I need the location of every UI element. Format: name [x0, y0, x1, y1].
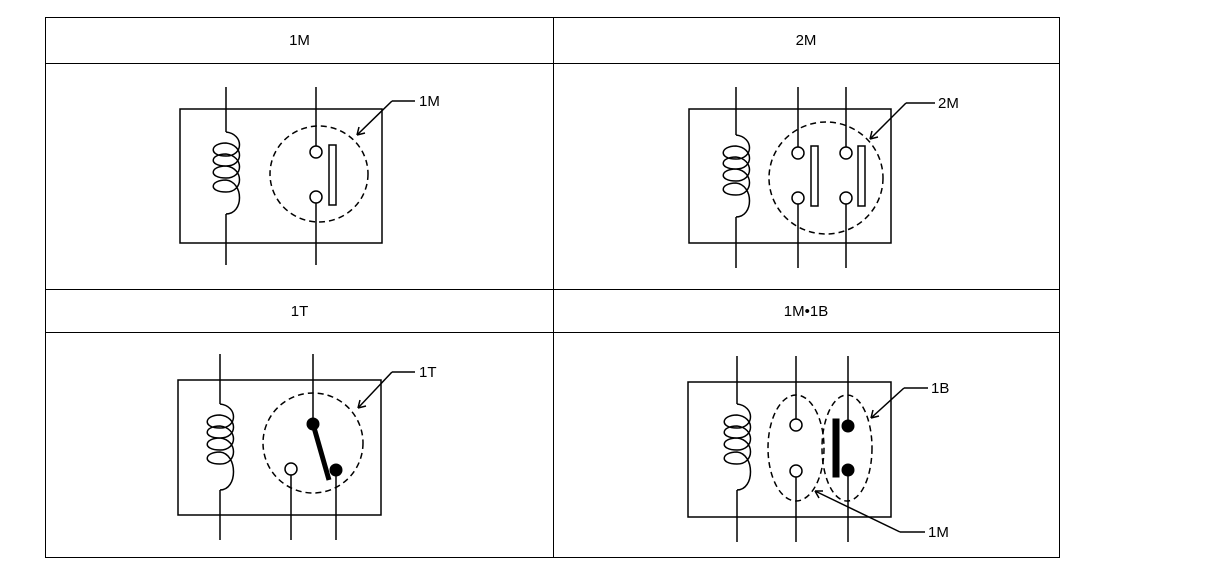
- column-divider: [553, 18, 554, 557]
- relay-1t-contact-dot: [329, 463, 343, 477]
- relay-1m1b-arrow-1m-icon: [814, 490, 823, 499]
- relay-1m-coil-icon: [212, 131, 241, 215]
- relay-1m-contact-bar: [328, 144, 337, 206]
- relay-2m-terminal-a-top: [791, 146, 805, 160]
- relay-1t-housing: [177, 379, 382, 516]
- callout-1b: 1B: [931, 380, 949, 397]
- relay-2m-terminal-b-bottom: [839, 191, 853, 205]
- relay-1m1b-terminal-a-bottom: [789, 464, 803, 478]
- callout-1t: 1T: [419, 364, 437, 381]
- relay-1m-terminal-top: [309, 145, 323, 159]
- relay-1t-coil-icon: [206, 403, 235, 491]
- relay-1m-terminal-bottom: [309, 190, 323, 204]
- relay-1m1b-b-dot-top: [841, 419, 855, 433]
- relay-1m1b-leader-1b: [870, 387, 905, 419]
- relay-1m1b-terminal-a-top: [789, 418, 803, 432]
- relay-1m-diagram: [179, 87, 415, 265]
- relay-2m-contact-group: [768, 121, 884, 235]
- header-1m-1b: 1M•1B: [553, 290, 1059, 333]
- relay-1m1b-b-dot-bottom: [841, 463, 855, 477]
- relay-2m-arrow-icon: [869, 130, 879, 140]
- relay-1m-housing: [179, 108, 383, 244]
- relay-1m1b-arrow-1b-icon: [870, 409, 880, 419]
- header-1m: 1M: [46, 18, 553, 64]
- callout-2m: 2M: [938, 95, 959, 112]
- header-1t: 1T: [46, 290, 553, 333]
- relay-1m1b-b-contact-bar: [832, 418, 840, 478]
- relay-1t-contact-arm: [310, 423, 332, 481]
- relay-2m-leader: [869, 102, 907, 140]
- relay-2m-terminal-b-top: [839, 146, 853, 160]
- relay-1t-arrow-icon: [357, 399, 367, 409]
- relay-1m-leader: [356, 100, 393, 136]
- relay-1m1b-housing: [687, 381, 892, 518]
- relay-2m-contact-bar-b: [857, 145, 866, 207]
- relay-1t-leader: [357, 371, 393, 409]
- relay-2m-housing: [688, 108, 892, 244]
- header-2m: 2M: [553, 18, 1059, 64]
- callout-1m: 1M: [419, 93, 440, 110]
- relay-2m-diagram: [688, 87, 935, 268]
- relay-2m-contact-bar-a: [810, 145, 819, 207]
- relay-2m-coil-icon: [722, 134, 751, 218]
- relay-1t-terminal-open: [284, 462, 298, 476]
- relay-1t-diagram: [177, 354, 415, 540]
- relay-contact-table: 1M 2M 1T 1M•1B: [45, 17, 1060, 558]
- relay-1m1b-coil-icon: [723, 403, 752, 491]
- row-divider: [46, 289, 1059, 290]
- callout-1m-lower: 1M: [928, 524, 949, 541]
- relay-1m-arrow-icon: [356, 126, 366, 136]
- relay-1m1b-leader-1m: [814, 490, 901, 533]
- relay-2m-terminal-a-bottom: [791, 191, 805, 205]
- relay-1m-contact-group: [269, 125, 369, 223]
- relay-1m1b-diagram: [687, 356, 928, 542]
- relay-1m1b-no-group: [821, 394, 873, 502]
